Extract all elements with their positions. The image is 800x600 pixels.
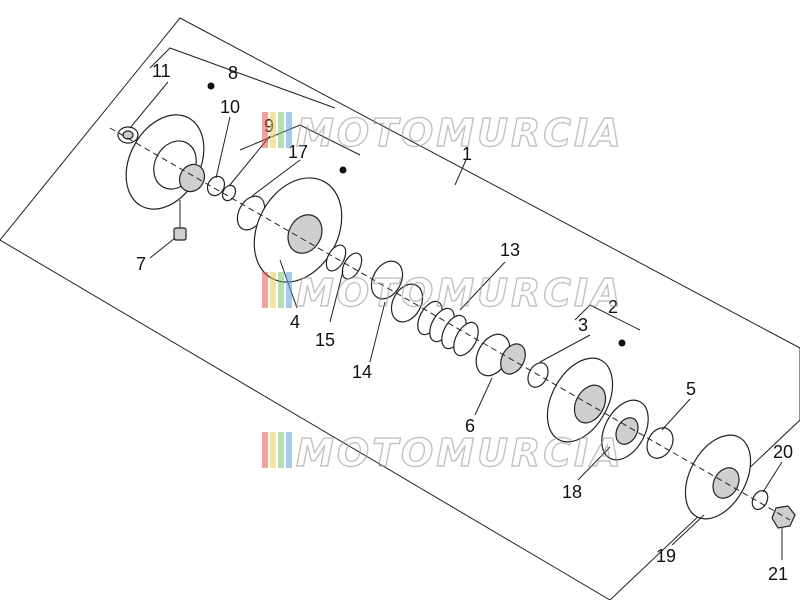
watermark-stripe bbox=[286, 112, 292, 148]
part-number-label-11: 11 bbox=[152, 61, 171, 81]
part-11-bearing bbox=[117, 126, 139, 144]
watermark-stripe bbox=[262, 272, 268, 308]
watermark-text: MOTOMURCIA bbox=[296, 431, 624, 475]
bracket-8 bbox=[149, 47, 336, 109]
part-number-label-13: 13 bbox=[500, 240, 520, 260]
part-20-washer bbox=[751, 489, 769, 511]
part-number-label-5: 5 bbox=[686, 379, 696, 399]
assembly-dot-marker bbox=[618, 339, 626, 347]
part-number-label-14: 14 bbox=[352, 362, 372, 382]
part-number-label-9: 9 bbox=[264, 116, 274, 136]
part-10-collar bbox=[206, 175, 226, 197]
watermark-stripe bbox=[262, 432, 268, 468]
watermark-stripe bbox=[278, 112, 284, 148]
part-19-clutch-bell bbox=[684, 434, 752, 520]
part-number-label-2: 2 bbox=[608, 297, 618, 317]
watermark: MOTOMURCIA bbox=[262, 430, 624, 476]
part-13-spring bbox=[417, 300, 479, 357]
watermark-stripe bbox=[286, 432, 292, 468]
part-2-clutch bbox=[546, 357, 614, 443]
assembly-dot-marker bbox=[207, 82, 215, 90]
part-number-label-4: 4 bbox=[290, 312, 300, 332]
part-number-label-1: 1 bbox=[462, 144, 472, 164]
part-number-label-15: 15 bbox=[315, 330, 335, 350]
part-number-label-3: 3 bbox=[578, 315, 588, 335]
part-9-ring bbox=[221, 184, 237, 202]
part-number-label-10: 10 bbox=[220, 97, 240, 117]
part-5-washer bbox=[646, 427, 674, 459]
assembly-dot-marker bbox=[339, 166, 347, 174]
watermark-stripe bbox=[270, 112, 276, 148]
watermark: MOTOMURCIA bbox=[262, 110, 624, 156]
part-18-fan bbox=[601, 399, 649, 461]
part-number-label-7: 7 bbox=[136, 254, 146, 274]
watermark-stripe bbox=[278, 272, 284, 308]
watermark-stripe bbox=[278, 432, 284, 468]
center-axis bbox=[109, 127, 791, 521]
part-number-label-18: 18 bbox=[562, 482, 582, 502]
part-number-label-8: 8 bbox=[228, 63, 238, 83]
part-15-o-rings bbox=[325, 244, 363, 280]
watermark-stripe bbox=[286, 272, 292, 308]
part-number-label-21: 21 bbox=[768, 564, 788, 584]
watermark-stripe bbox=[270, 432, 276, 468]
part-14-sleeve bbox=[370, 260, 424, 323]
part-17-movable-pulley bbox=[236, 177, 343, 283]
bracket-2 bbox=[574, 304, 641, 331]
watermark: MOTOMURCIA bbox=[262, 270, 624, 316]
part-8-pulley bbox=[125, 114, 206, 210]
part-number-label-19: 19 bbox=[656, 546, 676, 566]
part-number-label-17: 17 bbox=[288, 142, 308, 162]
watermark-text: MOTOMURCIA bbox=[296, 271, 624, 315]
watermark-stripe bbox=[270, 272, 276, 308]
part-number-label-6: 6 bbox=[465, 416, 475, 436]
part-7-screw bbox=[173, 200, 187, 241]
watermark-stripe bbox=[262, 112, 268, 148]
part-21-nut bbox=[771, 505, 796, 529]
watermark-text: MOTOMURCIA bbox=[296, 111, 624, 155]
bracket-17 bbox=[239, 124, 361, 156]
part-6-cylinder bbox=[475, 333, 526, 377]
part-number-label-20: 20 bbox=[773, 442, 793, 462]
